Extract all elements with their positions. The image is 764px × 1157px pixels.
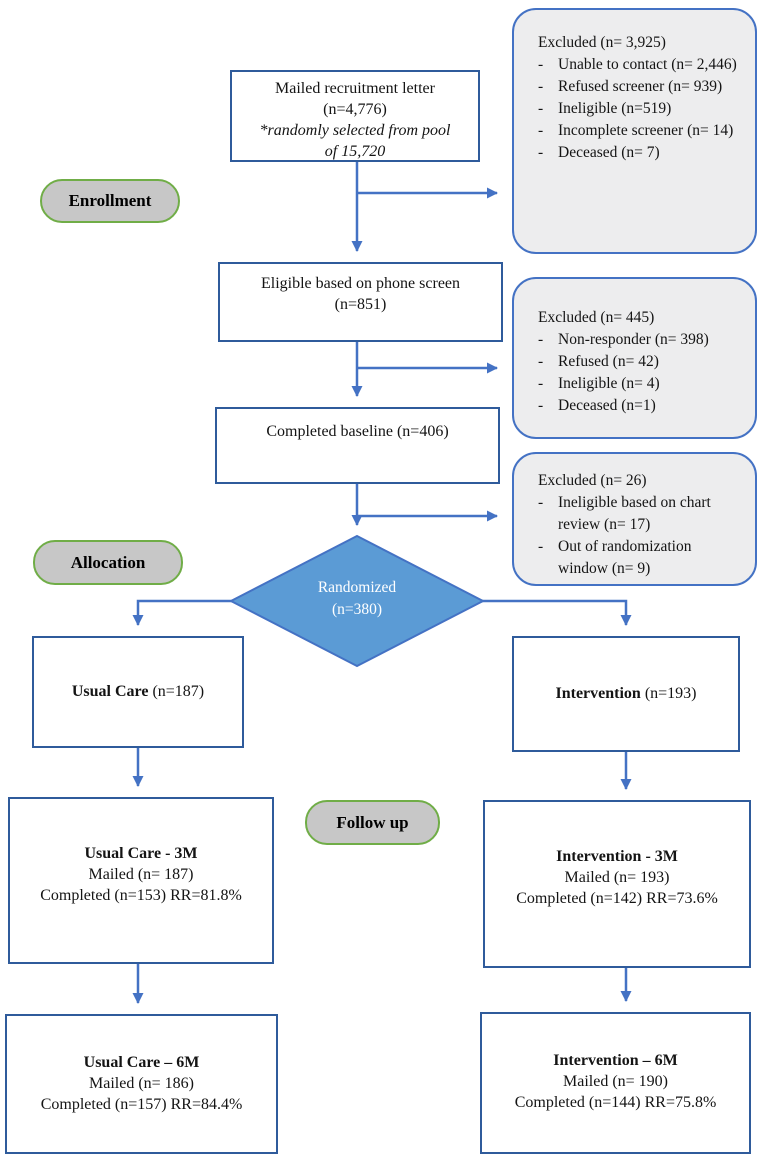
excluded-box-3: Excluded (n= 26) Ineligible based on cha… [512,452,757,586]
intervention-6m-mailed: Mailed (n= 190) [563,1073,668,1091]
usual-care-6m-title: Usual Care – 6M [83,1054,200,1071]
usual-care-title-n: (n=187) [148,683,205,701]
usual-care-title-bold: Usual Care [71,683,149,701]
mailed-title: Mailed recruitment letter [275,80,435,97]
allocation-stage-label: Allocation [70,552,146,572]
excluded-2-title: Excluded (n= 445) [538,309,655,326]
enrollment-stage-label: Enrollment [68,191,152,210]
excluded-1-list: Unable to contact (n= 2,446) Refused scr… [538,54,745,164]
allocation-stage-pill: Allocation [33,540,183,585]
completed-baseline-box: Completed baseline (n=406) [215,407,500,484]
intervention-3m-box: Intervention - 3M Mailed (n= 193) Comple… [483,800,751,968]
usual-care-3m-title: Usual Care - 3M [84,845,198,862]
arrow-randomized-to-intervention [479,599,632,626]
mailed-note-line1: *randomly selected from pool [259,122,451,140]
excluded-1-item: Unable to contact (n= 2,446) [538,54,745,76]
intervention-title-n: (n=193) [640,685,697,703]
randomized-diamond [228,534,486,668]
excluded-3-list: Ineligible based on chart review (n= 17)… [538,492,745,580]
excluded-box-1: Excluded (n= 3,925) Unable to contact (n… [512,8,757,254]
mailed-recruitment-box: Mailed recruitment letter (n=4,776) *ran… [230,70,480,162]
usual-care-3m-mailed: Mailed (n= 187) [88,866,194,884]
eligible-title: Eligible based on phone screen [260,275,461,292]
intervention-box: Intervention (n=193) [512,636,740,752]
usual-care-6m-box: Usual Care – 6M Mailed (n= 186) Complete… [5,1014,278,1154]
arrow-randomized-to-usual-care [132,599,235,626]
excluded-2-item: Refused (n= 42) [538,351,745,373]
excluded-1-item: Incomplete screener (n= 14) [538,120,745,142]
excluded-box-2: Excluded (n= 445) Non-responder (n= 398)… [512,277,757,439]
followup-stage-label: Follow up [336,812,409,832]
excluded-1-item: Deceased (n= 7) [538,142,745,164]
usual-care-6m-completed: Completed (n=157) RR=84.4% [40,1096,243,1114]
intervention-3m-completed: Completed (n=142) RR=73.6% [516,890,718,908]
followup-stage-pill: Follow up [305,800,440,845]
excluded-2-list: Non-responder (n= 398) Refused (n= 42) I… [538,329,745,417]
intervention-title-bold: Intervention [555,685,641,703]
usual-care-3m-completed: Completed (n=153) RR=81.8% [40,887,242,905]
excluded-2-item: Deceased (n=1) [538,395,745,417]
excluded-3-title: Excluded (n= 26) [538,472,647,489]
excluded-3-item: Ineligible based on chart review (n= 17) [538,492,745,536]
excluded-2-item: Non-responder (n= 398) [538,329,745,351]
usual-care-6m-mailed: Mailed (n= 186) [89,1075,194,1093]
intervention-6m-title: Intervention – 6M [553,1052,678,1069]
eligible-n: (n=851) [334,296,387,314]
intervention-6m-box: Intervention – 6M Mailed (n= 190) Comple… [480,1012,751,1154]
intervention-3m-title: Intervention - 3M [556,848,678,865]
intervention-6m-completed: Completed (n=144) RR=75.8% [514,1094,717,1112]
intervention-3m-mailed: Mailed (n= 193) [564,869,670,887]
mailed-note-line2: of 15,720 [324,143,386,161]
enrollment-stage-pill: Enrollment [40,179,180,223]
excluded-1-item: Ineligible (n=519) [538,98,745,120]
excluded-2-item: Ineligible (n= 4) [538,373,745,395]
randomized-line2: (n=380) [331,601,383,619]
randomized-line1: Randomized [317,579,397,596]
randomized-label: Randomized (n=380) [257,577,457,622]
excluded-1-item: Refused screener (n= 939) [538,76,745,98]
usual-care-3m-box: Usual Care - 3M Mailed (n= 187) Complete… [8,797,274,964]
intervention-title: Intervention (n=193) [555,683,696,704]
excluded-3-item: Out of randomization window (n= 9) [538,536,745,580]
usual-care-box: Usual Care (n=187) [32,636,244,748]
excluded-1-title: Excluded (n= 3,925) [538,34,666,51]
mailed-n: (n=4,776) [323,101,387,119]
eligible-phone-screen-box: Eligible based on phone screen (n=851) [218,262,503,342]
baseline-title: Completed baseline (n=406) [266,423,449,440]
usual-care-title: Usual Care (n=187) [72,681,204,702]
